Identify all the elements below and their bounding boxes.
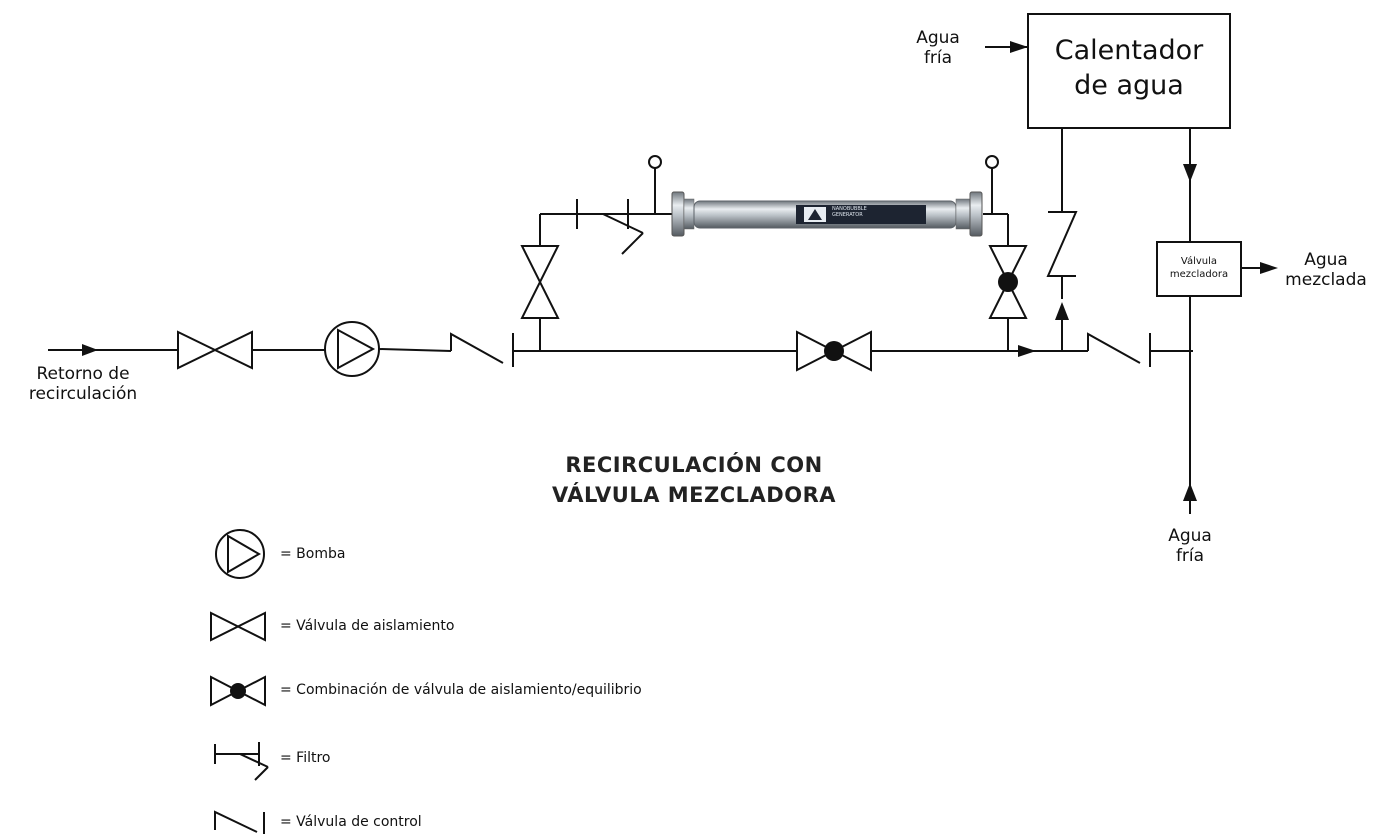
cold-water-bottom-line: Agua <box>1168 526 1212 546</box>
mixed-water-label: Agua mezclada <box>1278 250 1374 291</box>
isolation-balancing-valve-icon <box>796 330 872 372</box>
flow-arrow-icon <box>1183 483 1197 501</box>
pressure-gauge-icon <box>985 155 999 169</box>
flow-arrow-icon <box>1010 41 1028 53</box>
mixing-valve-line: mezcladora <box>1169 269 1229 280</box>
water-heater-label: Calentador de agua <box>1028 34 1230 103</box>
cold-water-top-label: Agua fría <box>900 28 976 69</box>
cold-water-top-line: Agua <box>916 28 960 48</box>
mixed-water-line: mezclada <box>1285 270 1367 291</box>
return-label-line: recirculación <box>28 384 138 405</box>
legend-balancing-valve-text: = Combinación de válvula de aislamiento/… <box>280 682 642 698</box>
mixing-valve-line: Válvula <box>1180 256 1218 267</box>
isolation-valve-icon <box>520 245 560 319</box>
check-valve-icon <box>1046 211 1078 277</box>
flow-arrow-icon <box>1260 262 1278 274</box>
generator-text-line: GENERATOR <box>832 211 863 218</box>
legend-strainer-text: = Filtro <box>280 750 331 766</box>
legend-check-valve-text: = Válvula de control <box>280 814 422 830</box>
flow-arrow-icon <box>1018 345 1036 357</box>
legend-isolation-valve-icon <box>210 611 266 642</box>
legend-balancing-dot-icon <box>230 683 246 699</box>
main-pipe <box>378 348 452 352</box>
return-label: Retorno de recirculación <box>10 364 156 405</box>
strainer-icon <box>621 232 644 255</box>
flow-arrow-icon <box>1183 164 1197 182</box>
legend-isolation-balancing-valve-icon <box>210 675 266 707</box>
legend-isolation-valve-text: = Válvula de aislamiento <box>280 618 455 634</box>
return-label-line: Retorno de <box>36 364 130 384</box>
legend-strainer-icon <box>254 766 269 781</box>
legend-pump-icon <box>215 529 265 579</box>
isolation-valve-icon <box>177 330 253 370</box>
pump-icon <box>324 321 380 377</box>
mixed-water-line: Agua <box>1304 250 1348 270</box>
balancing-dot-icon <box>824 341 844 361</box>
water-heater-line: Calentador <box>1054 35 1204 66</box>
isolation-balancing-valve-icon <box>988 245 1028 319</box>
legend-pump-icon <box>227 534 261 574</box>
diagram-title-line: VÁLVULA MEZCLADORA <box>551 482 837 507</box>
strainer-icon <box>602 213 644 234</box>
nanobubble-generator <box>671 191 983 237</box>
legend-pump-text: = Bomba <box>280 546 346 562</box>
check-valve-icon <box>1087 332 1141 364</box>
pump-icon <box>337 328 376 370</box>
check-valve-icon <box>450 332 504 364</box>
cold-water-bottom-line: fría <box>1175 546 1205 567</box>
cold-water-top-line: fría <box>923 48 953 69</box>
pressure-gauge-icon <box>648 155 662 169</box>
legend-check-valve-icon <box>214 810 258 833</box>
diagram-title: RECIRCULACIÓN CON VÁLVULA MEZCLADORA <box>494 451 894 511</box>
water-heater-line: de agua <box>1074 69 1184 101</box>
mixing-valve-box <box>1156 241 1242 297</box>
legend-strainer-icon <box>239 753 269 768</box>
water-heater-box <box>1027 13 1231 129</box>
diagram-title-line: RECIRCULACIÓN CON <box>565 453 823 477</box>
generator-nameplate: NANOBUBBLE GENERATOR <box>832 206 867 218</box>
cold-water-bottom-label: Agua fría <box>1152 526 1228 567</box>
balancing-dot-icon <box>998 272 1018 292</box>
mixing-valve-label: Válvula mezcladora <box>1157 255 1241 281</box>
generator-text-line: NANOBUBBLE <box>832 206 867 212</box>
flow-arrow-icon <box>1055 302 1069 320</box>
flow-arrow-icon <box>82 344 98 356</box>
